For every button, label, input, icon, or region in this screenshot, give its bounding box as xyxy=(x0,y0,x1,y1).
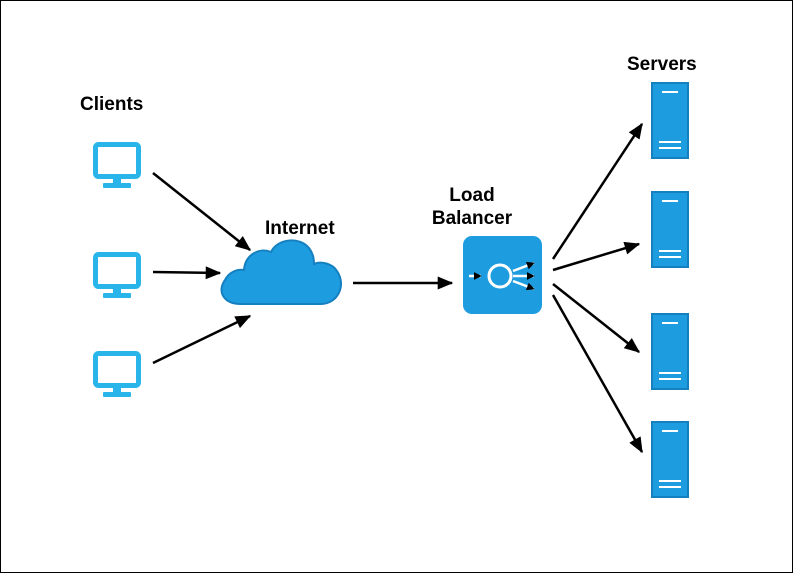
server-4 xyxy=(651,421,689,498)
arrow-load-balancer-to-server-2 xyxy=(552,241,641,272)
server-3 xyxy=(651,313,689,390)
load-balancer-label: Load Balancer xyxy=(422,184,522,230)
client-monitor-1 xyxy=(93,142,141,188)
load-balancer-label-line-2: Balancer xyxy=(431,208,513,229)
server-icon xyxy=(651,313,689,390)
server-1 xyxy=(651,82,689,159)
server-icon xyxy=(651,82,689,159)
server-icon xyxy=(651,421,689,498)
server-icon xyxy=(651,191,689,268)
monitor-icon xyxy=(93,351,141,397)
arrow-client3-to-internet xyxy=(152,314,252,365)
internet-label: Internet xyxy=(265,218,335,239)
load-balancer-node xyxy=(463,236,542,314)
arrow-load-balancer-to-server-3 xyxy=(552,283,641,353)
monitor-icon xyxy=(93,252,141,298)
client-monitor-3 xyxy=(93,351,141,397)
server-2 xyxy=(651,191,689,268)
clients-label: Clients xyxy=(80,94,144,115)
internet-cloud xyxy=(220,239,342,305)
arrow-load-balancer-to-server-4 xyxy=(551,294,644,454)
arrow-client1-to-internet xyxy=(152,172,252,251)
servers-label: Servers xyxy=(627,54,697,75)
cloud-icon xyxy=(220,239,342,305)
load-balancer-label-line-1: Load xyxy=(449,185,495,206)
arrow-load-balancer-to-server-1 xyxy=(551,122,644,260)
arrow-client2-to-internet xyxy=(152,266,222,280)
load-balancer-icon xyxy=(463,236,542,314)
client-monitor-2 xyxy=(93,252,141,298)
monitor-icon xyxy=(93,142,141,188)
